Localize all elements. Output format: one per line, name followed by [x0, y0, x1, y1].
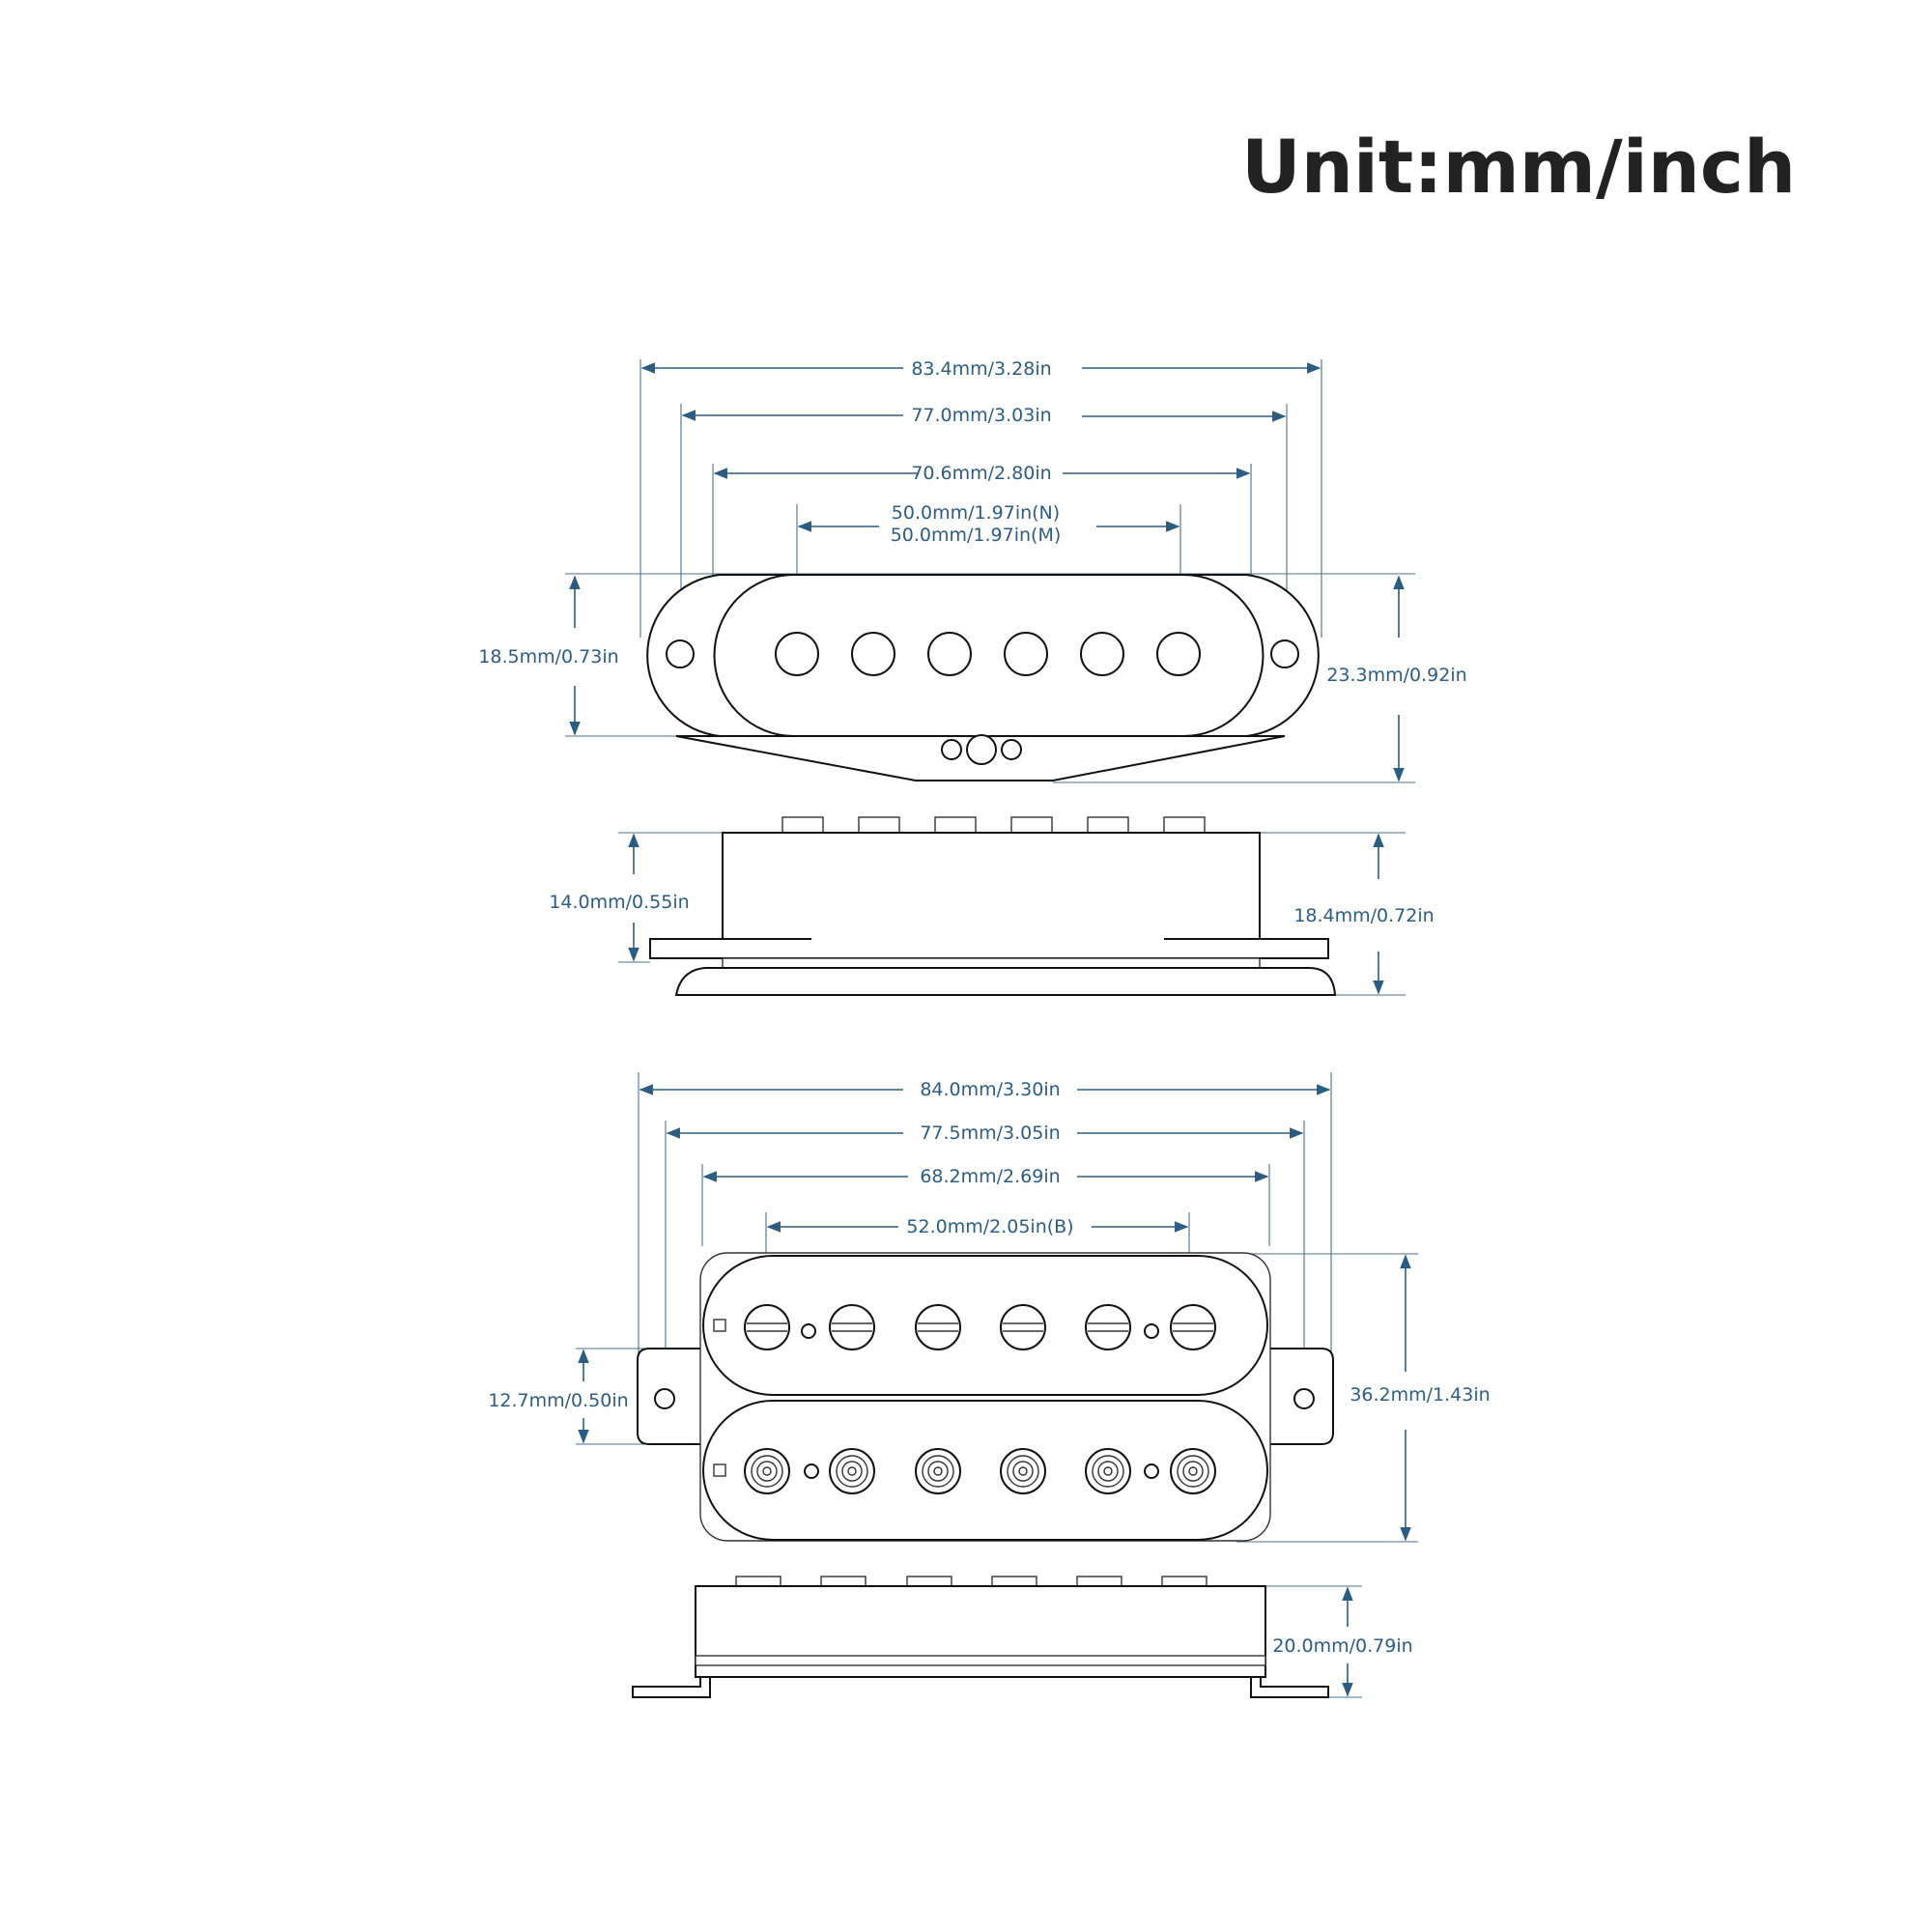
- humbucker-slug-bobbin: [702, 1255, 1268, 1396]
- single-coil-side-plate: [649, 938, 1329, 959]
- single-coil-mount-hole-right: [1270, 639, 1299, 668]
- single-coil-pole-pieces: [775, 632, 1201, 676]
- single-coil-side-baseplate: [674, 967, 1337, 996]
- single-coil-total-height: 18.4mm/0.72in: [1293, 905, 1434, 926]
- humbucker-screw-bobbin: [702, 1400, 1268, 1541]
- single-coil-total-width: 23.3mm/0.92in: [1326, 665, 1466, 686]
- humbucker-total-height: 20.0mm/0.79in: [1272, 1635, 1412, 1657]
- single-coil-mount-hole-left: [666, 639, 695, 668]
- humbucker-overall-length: 84.0mm/3.30in: [920, 1079, 1060, 1100]
- single-coil-body-width: 18.5mm/0.73in: [478, 646, 618, 668]
- single-coil-pole-spacing-middle: 50.0mm/1.97in(M): [891, 525, 1062, 546]
- single-coil-body-length: 70.6mm/2.80in: [911, 463, 1051, 484]
- humbucker-top-view: 84.0mm/3.30in 77.5mm/3.05in 68.2mm/2.69i…: [488, 1072, 1491, 1543]
- humbucker-side-foot-left: [632, 1676, 711, 1698]
- humbucker-mount-hole-right: [1293, 1388, 1315, 1409]
- page-title: Unit:mm/inch: [1241, 124, 1797, 210]
- humbucker-pole-tops: [735, 1576, 1208, 1587]
- humbucker-side-view: 20.0mm/0.79in: [632, 1576, 1413, 1698]
- humbucker-slug-poles: [713, 1304, 1216, 1350]
- single-coil-cover: [713, 574, 1264, 737]
- single-coil-pole-tops: [781, 816, 1206, 834]
- single-coil-mounting-spacing: 77.0mm/3.03in: [911, 405, 1051, 426]
- single-coil-wire-eyelets: [941, 734, 1022, 765]
- humbucker-mounting-spacing: 77.5mm/3.05in: [920, 1122, 1060, 1144]
- single-coil-top-view: 83.4mm/3.28in 77.0mm/3.03in 70.6mm/2.80i…: [478, 358, 1467, 783]
- humbucker-body-width: 36.2mm/1.43in: [1350, 1384, 1490, 1406]
- humbucker-pole-spacing-bridge: 52.0mm/2.05in(B): [906, 1216, 1073, 1237]
- single-coil-pole-spacing-neck: 50.0mm/1.97in(N): [892, 502, 1060, 524]
- humbucker-ear-width: 12.7mm/0.50in: [488, 1390, 628, 1411]
- humbucker-side-foot-right: [1250, 1676, 1329, 1698]
- single-coil-side-view: 14.0mm/0.55in 18.4mm/0.72in: [549, 816, 1435, 996]
- humbucker-body-length: 68.2mm/2.69in: [920, 1166, 1060, 1187]
- single-coil-body-height: 14.0mm/0.55in: [549, 892, 689, 913]
- humbucker-mount-hole-left: [654, 1388, 675, 1409]
- single-coil-overall-length: 83.4mm/3.28in: [911, 358, 1051, 380]
- humbucker-screw-poles: [713, 1448, 1216, 1494]
